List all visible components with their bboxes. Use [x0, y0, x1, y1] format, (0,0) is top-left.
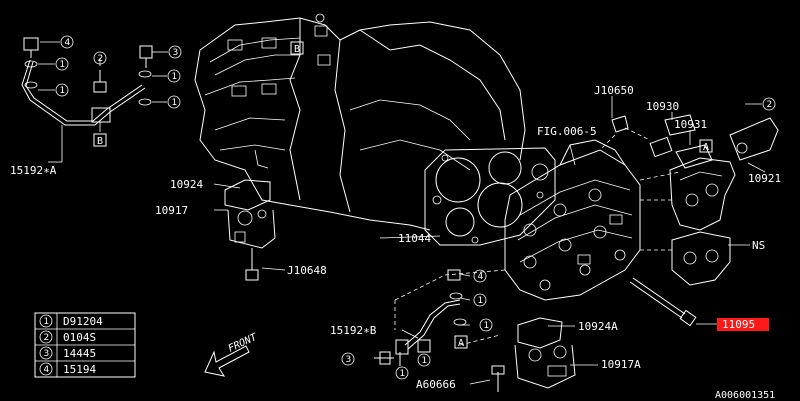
- label-10931: 10931: [674, 118, 707, 131]
- label-ns: NS: [752, 239, 765, 252]
- svg-text:1: 1: [60, 60, 66, 70]
- ref-box-a-bottom: A: [454, 335, 468, 349]
- legend-table: 1 2 3 4 D91204 0104S 14445 15194: [34, 312, 136, 378]
- svg-text:1: 1: [484, 321, 490, 331]
- label-10921: 10921: [748, 172, 781, 185]
- svg-text:A: A: [458, 338, 464, 349]
- label-j10650: J10650: [594, 84, 634, 97]
- label-10930: 10930: [646, 100, 679, 113]
- label-10917a: 10917A: [601, 358, 641, 371]
- svg-text:2: 2: [98, 54, 104, 64]
- svg-text:3: 3: [44, 349, 50, 359]
- svg-text:3: 3: [173, 48, 179, 58]
- label-11044: 11044: [398, 232, 431, 245]
- label-10924: 10924: [170, 178, 203, 191]
- guide-box-bottom: [394, 269, 506, 346]
- legend-part-3: 14445: [63, 347, 96, 360]
- legend-part-4: 15194: [63, 363, 96, 376]
- head-gasket: [424, 147, 556, 246]
- head-bolt: [629, 277, 697, 327]
- front-arrow: FRONT: [204, 332, 260, 377]
- engine-block: [194, 13, 526, 231]
- label-j10648: J10648: [287, 264, 327, 277]
- svg-text:1: 1: [60, 86, 66, 96]
- ref-box-b-left: B: [93, 133, 107, 147]
- svg-text:1: 1: [400, 369, 406, 379]
- label-15192a: 15192∗A: [10, 164, 57, 177]
- ref-box-a-right: A: [699, 139, 713, 153]
- legend-part-1: D91204: [63, 315, 103, 328]
- guide-line-right: [599, 127, 681, 251]
- svg-text:1: 1: [422, 356, 428, 366]
- footer-code: A006001351: [715, 390, 775, 401]
- label-15192b: 15192∗B: [330, 324, 377, 337]
- svg-text:B: B: [97, 136, 103, 147]
- svg-text:B: B: [294, 44, 300, 55]
- legend-part-2: 0104S: [63, 331, 96, 344]
- svg-text:4: 4: [478, 272, 484, 282]
- svg-text:2: 2: [44, 333, 50, 343]
- cam-housing-parts: [611, 114, 779, 286]
- svg-text:A: A: [703, 142, 709, 153]
- oil-switching-solenoid-left: [224, 179, 276, 281]
- svg-text:4: 4: [65, 38, 71, 48]
- oil-pipe-a: [21, 37, 153, 126]
- svg-text:1: 1: [478, 296, 484, 306]
- cylinder-head: [504, 139, 641, 301]
- callout-circles: 4 1 1 2 3 1 1 2 4 1 1 3 1 1: [55, 35, 776, 380]
- svg-text:2: 2: [767, 100, 773, 110]
- svg-text:3: 3: [346, 355, 352, 365]
- svg-text:4: 4: [44, 365, 50, 375]
- svg-text:1: 1: [44, 317, 50, 327]
- ref-box-b-top: B: [290, 41, 304, 55]
- oil-pipe-b: [374, 269, 467, 366]
- label-10917: 10917: [155, 204, 188, 217]
- label-a60666: A60666: [416, 378, 456, 391]
- label-fig-006-5: FIG.006-5: [537, 125, 597, 138]
- svg-text:1: 1: [172, 72, 178, 82]
- front-label: FRONT: [227, 332, 260, 355]
- label-10924a: 10924A: [578, 320, 618, 333]
- highlight-11095: [717, 318, 769, 331]
- oil-switching-solenoid-right: [491, 317, 576, 392]
- leader-lines: [38, 41, 766, 385]
- svg-text:1: 1: [172, 98, 178, 108]
- label-11095: 11095: [722, 318, 755, 331]
